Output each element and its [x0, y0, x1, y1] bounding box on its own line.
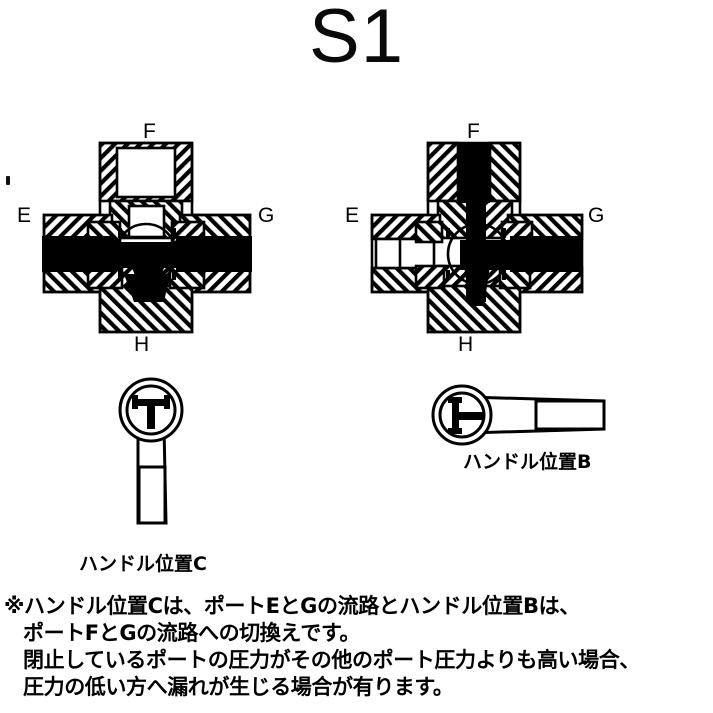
valve-right-port-label-e: E — [345, 204, 360, 227]
handle-b-drawing — [431, 384, 606, 446]
valve-right-port-label-g: G — [588, 204, 605, 227]
valve-cross-section-position-b — [342, 140, 608, 340]
handle-c-drawing — [118, 377, 184, 525]
handle-illustration-position-b — [428, 382, 614, 453]
footnote-line-4: 圧力の低い方へ漏れが生じる場合が有ります。 — [23, 675, 454, 699]
valve-right-port-label-h: H — [458, 333, 474, 356]
handle-b-flow-indicator — [448, 397, 484, 434]
valve-cross-section-position-c — [14, 140, 276, 340]
page-title: S1 — [309, 0, 404, 79]
footnote-block: ※ハンドル位置Cは、ポートEとGの流路とハンドル位置Bは、 ポートFとGの流路へ… — [4, 593, 710, 701]
handle-c-caption: ハンドル位置C — [79, 553, 207, 575]
footnote-line-3: 閉止しているポートの圧力がその他のポート圧力よりも高い場合、 — [23, 648, 640, 672]
handle-illustration-position-c — [108, 375, 194, 545]
valve-left-port-label-g: G — [258, 204, 275, 227]
footnote-line-2: ポートFとGの流路への切換えです。 — [23, 621, 361, 645]
handle-b-caption: ハンドル位置B — [463, 451, 592, 473]
valve-right-drawing — [370, 141, 584, 334]
scan-artifact-speck — [6, 176, 10, 185]
footnote-line-1: ※ハンドル位置Cは、ポートEとGの流路とハンドル位置Bは、 — [4, 594, 580, 618]
valve-left-port-label-h: H — [134, 333, 150, 356]
valve-right-port-label-f: F — [467, 120, 480, 143]
valve-left-drawing — [42, 141, 252, 334]
valve-left-port-label-e: E — [17, 204, 32, 227]
handle-c-flow-indicator — [132, 395, 170, 429]
valve-left-port-label-f: F — [143, 120, 156, 143]
